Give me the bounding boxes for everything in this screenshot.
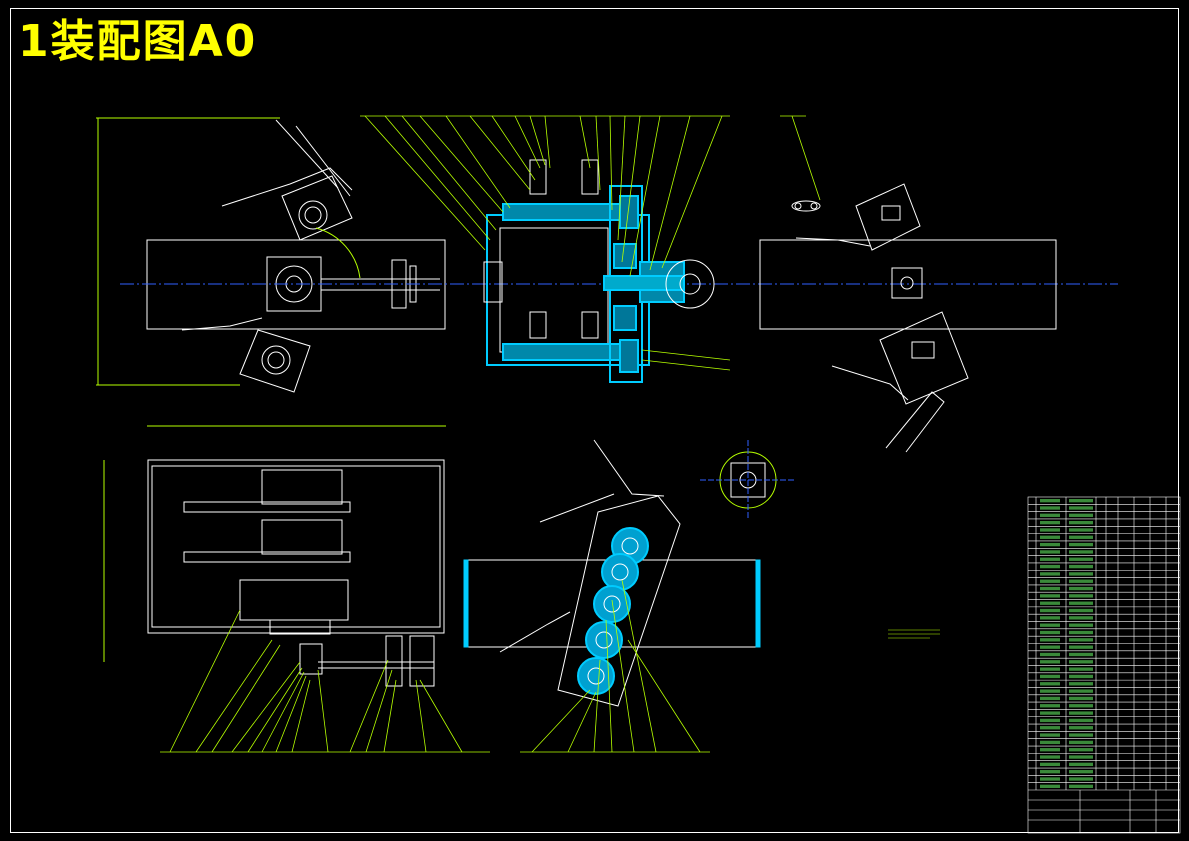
parts-table-name-cell bbox=[1069, 682, 1093, 686]
bottom-left-leaders bbox=[160, 609, 490, 753]
parts-table-name-cell bbox=[1069, 506, 1093, 510]
parts-table-name-cell bbox=[1069, 718, 1093, 723]
parts-table-code-cell bbox=[1040, 579, 1060, 583]
parts-table-name-cell bbox=[1069, 748, 1093, 752]
parts-table-name-cell bbox=[1069, 726, 1093, 730]
top-leaders bbox=[360, 115, 821, 371]
parts-table-code-cell bbox=[1040, 645, 1060, 649]
parts-table-name-cell bbox=[1069, 594, 1093, 598]
parts-table-name-cell bbox=[1069, 777, 1093, 781]
parts-table-code-cell bbox=[1040, 704, 1060, 708]
parts-table-code-cell bbox=[1040, 777, 1060, 781]
parts-table-name-cell bbox=[1069, 689, 1093, 693]
parts-table-code-cell bbox=[1040, 528, 1060, 532]
parts-table-code-cell bbox=[1040, 513, 1060, 517]
section-view bbox=[483, 159, 715, 383]
technical-notes bbox=[888, 629, 940, 639]
parts-table-name-cell bbox=[1069, 733, 1093, 737]
parts-table-code-cell bbox=[1040, 623, 1060, 627]
parts-table-name-cell bbox=[1069, 579, 1093, 583]
parts-table-name-cell bbox=[1069, 784, 1093, 788]
small-gear-detail bbox=[791, 200, 821, 212]
parts-table-code-cell bbox=[1040, 506, 1060, 510]
parts-table-code-cell bbox=[1040, 499, 1060, 503]
parts-table-code-cell bbox=[1040, 755, 1060, 759]
parts-table-code-cell bbox=[1040, 594, 1060, 598]
parts-table-code-cell bbox=[1040, 711, 1060, 715]
parts-table-name-cell bbox=[1069, 762, 1093, 767]
parts-table-code-cell bbox=[1040, 696, 1060, 701]
parts-table-name-cell bbox=[1069, 667, 1093, 671]
parts-table-code-cell bbox=[1040, 762, 1060, 767]
parts-table-name-cell bbox=[1069, 755, 1093, 759]
parts-table-name-cell bbox=[1069, 696, 1093, 701]
drawing-frame bbox=[10, 8, 1179, 833]
parts-table-code-cell bbox=[1040, 726, 1060, 730]
gearbox-view bbox=[463, 439, 761, 707]
parts-table-name-cell bbox=[1069, 674, 1093, 679]
parts-table-code-cell bbox=[1040, 601, 1060, 605]
flange-detail bbox=[700, 440, 796, 520]
parts-table-code-cell bbox=[1040, 586, 1060, 591]
parts-table-code-cell bbox=[1040, 740, 1060, 745]
parts-table-name-cell bbox=[1069, 528, 1093, 532]
parts-list-table bbox=[1027, 496, 1181, 834]
parts-table-name-cell bbox=[1069, 630, 1093, 635]
parts-table-name-cell bbox=[1069, 586, 1093, 591]
parts-table-name-cell bbox=[1069, 652, 1093, 657]
parts-table-name-cell bbox=[1069, 740, 1093, 745]
parts-table-name-cell bbox=[1069, 550, 1093, 554]
parts-table-name-cell bbox=[1069, 638, 1093, 642]
parts-table-name-cell bbox=[1069, 499, 1093, 503]
drawing-title: 1装配图A0 bbox=[18, 16, 258, 67]
parts-table-code-cell bbox=[1040, 630, 1060, 635]
top-left-view bbox=[96, 117, 446, 393]
parts-table-code-cell bbox=[1040, 557, 1060, 561]
parts-table-code-cell bbox=[1040, 718, 1060, 723]
parts-table-code-cell bbox=[1040, 564, 1060, 569]
parts-table-name-cell bbox=[1069, 572, 1093, 576]
parts-table-code-cell bbox=[1040, 550, 1060, 554]
parts-table-code-cell bbox=[1040, 535, 1060, 539]
parts-table-name-cell bbox=[1069, 660, 1093, 664]
parts-table-code-cell bbox=[1040, 682, 1060, 686]
parts-table-code-cell bbox=[1040, 542, 1060, 547]
parts-table-name-cell bbox=[1069, 557, 1093, 561]
parts-table-code-cell bbox=[1040, 652, 1060, 657]
parts-table-code-cell bbox=[1040, 784, 1060, 788]
parts-table-code-cell bbox=[1040, 667, 1060, 671]
parts-table-name-cell bbox=[1069, 513, 1093, 517]
parts-table-name-cell bbox=[1069, 711, 1093, 715]
parts-table-border bbox=[1027, 496, 1181, 834]
parts-table-code-cell bbox=[1040, 520, 1060, 525]
parts-table-name-cell bbox=[1069, 608, 1093, 613]
parts-table-name-cell bbox=[1069, 770, 1093, 774]
parts-table-name-cell bbox=[1069, 645, 1093, 649]
parts-table-code-cell bbox=[1040, 674, 1060, 679]
parts-table-code-cell bbox=[1040, 770, 1060, 774]
top-right-view bbox=[759, 183, 1057, 453]
gearbox-leaders bbox=[520, 579, 710, 753]
parts-table-code-cell bbox=[1040, 608, 1060, 613]
parts-table-code-cell bbox=[1040, 660, 1060, 664]
parts-table-name-cell bbox=[1069, 601, 1093, 605]
parts-table-code-cell bbox=[1040, 616, 1060, 620]
parts-table-name-cell bbox=[1069, 542, 1093, 547]
bottom-left-view bbox=[103, 425, 446, 687]
parts-table-name-cell bbox=[1069, 704, 1093, 708]
parts-table-name-cell bbox=[1069, 564, 1093, 569]
parts-table-code-cell bbox=[1040, 638, 1060, 642]
parts-table-code-cell bbox=[1040, 689, 1060, 693]
parts-table-name-cell bbox=[1069, 623, 1093, 627]
parts-table-code-cell bbox=[1040, 572, 1060, 576]
parts-table-code-cell bbox=[1040, 748, 1060, 752]
parts-table-name-cell bbox=[1069, 616, 1093, 620]
parts-table-name-cell bbox=[1069, 520, 1093, 525]
parts-table-name-cell bbox=[1069, 535, 1093, 539]
parts-table-code-cell bbox=[1040, 733, 1060, 737]
